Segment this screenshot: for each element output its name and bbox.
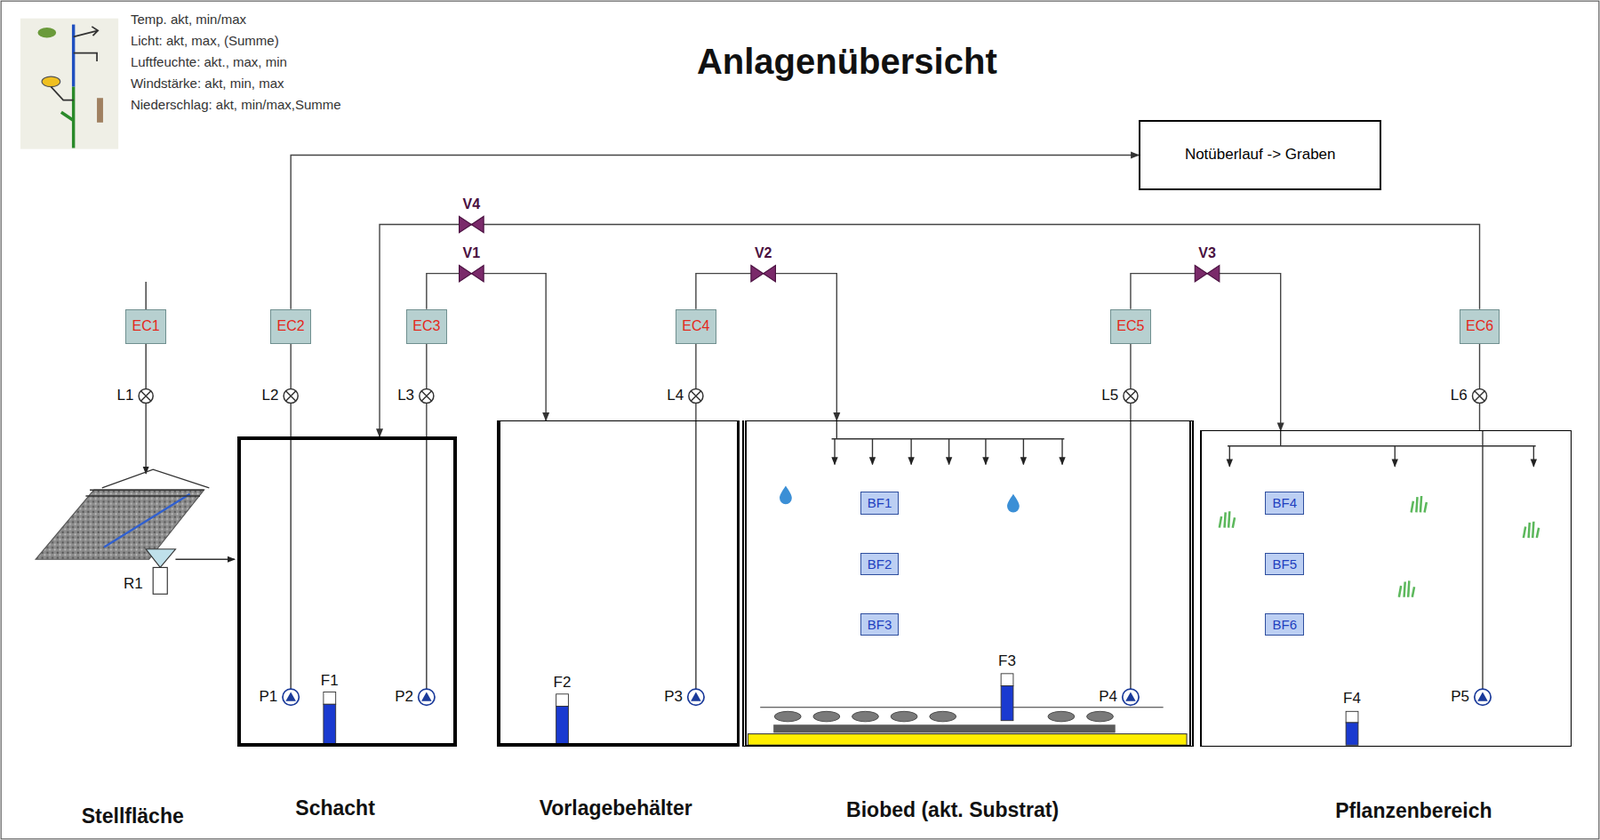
conductivity-sensor: EC6 [1459, 309, 1501, 344]
pump-label: P2 [394, 688, 414, 706]
conductivity-sensor: EC4 [675, 309, 717, 344]
weather-reading: Luftfeuchte: akt., max, min [130, 53, 288, 69]
level-sensors [138, 388, 1487, 403]
soil-moisture-sensor: BF6 [1264, 613, 1304, 636]
pipe-connector [696, 273, 837, 421]
area-label: Vorlagebehälter [497, 796, 735, 821]
box-label: EC1 [132, 318, 160, 335]
valve-label: V1 [463, 245, 481, 262]
box-label: EC4 [681, 318, 710, 335]
sensor-label: L3 [397, 386, 415, 405]
pipe-connector [1130, 273, 1281, 432]
pumps [282, 688, 1491, 705]
soil-moisture-sensor: BF1 [860, 491, 900, 514]
weather-reading: Licht: akt, max, (Summe) [130, 32, 280, 48]
pipe-connector [695, 344, 696, 421]
valve-label: V4 [463, 196, 481, 213]
biobed-bottom-layers [747, 707, 1187, 745]
valve-label: V2 [754, 245, 773, 262]
weather-reading: Temp. akt, min/max [130, 10, 247, 26]
box-label: Notüberlauf -> Graben [1184, 145, 1336, 164]
conductivity-sensor: EC5 [1110, 309, 1152, 344]
gutter-label: R1 [123, 575, 144, 593]
fill-level-sensors [323, 673, 1359, 745]
pump-label: P4 [1098, 688, 1118, 706]
weather-reading: Niederschlag: akt, min/max,Summe [130, 96, 342, 112]
biobed-tank: Biobed (akt. Substrat)BF1BF2BF3 [742, 420, 1195, 747]
overflow-box: Notüberlauf -> Graben [1138, 120, 1382, 190]
valve-label: V3 [1198, 245, 1216, 262]
area-label: Biobed (akt. Substrat) [730, 798, 1175, 823]
box-label: BF4 [1272, 495, 1298, 511]
storage-tank: Vorlagebehälter [496, 420, 740, 747]
soil-moisture-sensor: BF5 [1264, 552, 1304, 576]
sprinkler-arrows [834, 439, 1534, 467]
soil-moisture-sensor: BF2 [860, 552, 900, 576]
weather-reading: Windstärke: akt, min, max [130, 74, 285, 90]
box-label: BF1 [867, 495, 893, 511]
level-label: F2 [553, 673, 572, 692]
box-label: BF6 [1272, 616, 1298, 632]
sensor-label: L6 [1450, 386, 1468, 405]
level-label: F1 [320, 672, 339, 690]
pipe-connector [290, 154, 1139, 309]
pipe-connector [426, 273, 546, 421]
area-label: Pflanzenbereich [1229, 799, 1599, 824]
sensor-label: L5 [1101, 386, 1119, 405]
level-label: F3 [998, 652, 1016, 671]
sensor-label: L4 [666, 386, 684, 405]
sensor-label: L1 [116, 386, 134, 405]
soil-moisture-sensor: BF4 [1264, 491, 1304, 514]
pipe-connector [1479, 344, 1480, 432]
sensor-label: L2 [261, 386, 279, 405]
area-label: Stellfläche [81, 804, 184, 829]
soil-moisture-sensor: BF3 [860, 613, 900, 636]
pump-label: P3 [664, 688, 683, 706]
valves [459, 216, 1220, 281]
pipes [145, 281, 1536, 690]
box-label: EC6 [1465, 318, 1494, 335]
box-label: BF5 [1272, 556, 1298, 572]
conductivity-sensor: EC2 [270, 309, 312, 344]
box-label: EC3 [412, 318, 440, 335]
pump-label: P5 [1450, 688, 1470, 706]
pipe-connector [1129, 344, 1131, 421]
water-drops [779, 486, 1020, 513]
conductivity-sensor: EC3 [406, 309, 448, 344]
weather-station-icon [20, 18, 119, 150]
diagram-title: Anlagenübersicht [696, 40, 998, 81]
pipe-connector [379, 224, 1480, 438]
box-label: BF3 [867, 616, 893, 632]
box-label: EC2 [277, 318, 305, 335]
storage-area-illustration [35, 469, 209, 594]
pump-label: P1 [258, 688, 278, 706]
box-label: EC5 [1116, 318, 1144, 335]
box-label: BF2 [867, 556, 893, 572]
conductivity-sensor: EC1 [125, 309, 167, 344]
level-label: F4 [1343, 689, 1361, 708]
plant-area-tank: PflanzenbereichBF4BF5BF6 [1200, 430, 1572, 747]
area-label: Schacht [229, 796, 442, 821]
